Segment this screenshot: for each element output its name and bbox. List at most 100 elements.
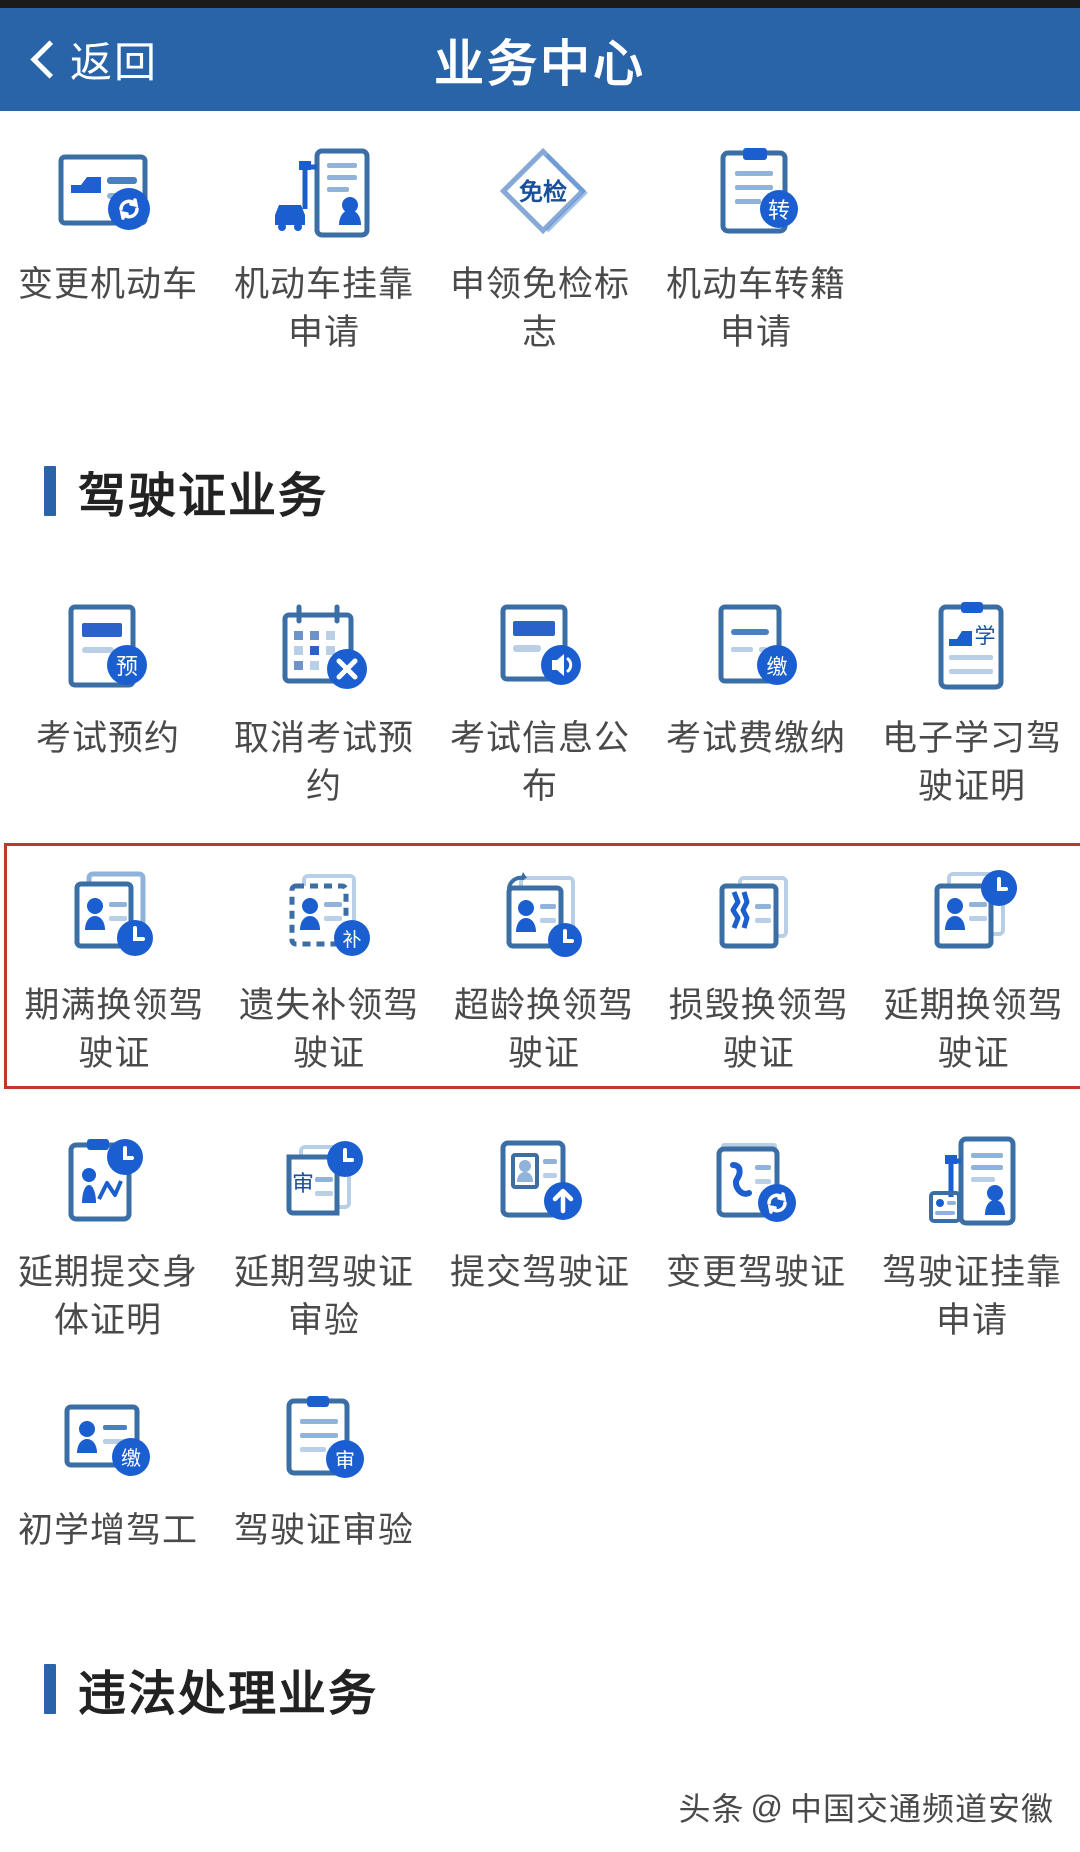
grid-item-beginner-upgrade[interactable]: 缴 初学增驾工 xyxy=(0,1371,216,1563)
license-review-icon: 审 xyxy=(260,1389,388,1493)
back-button[interactable]: 返回 xyxy=(0,8,158,111)
section-accent-bar xyxy=(44,1664,56,1714)
watermark-prefix: 头条 xyxy=(678,1791,745,1827)
grid-item-label: 延期换领驾驶证 xyxy=(883,986,1064,1073)
deferred-renewal-icon xyxy=(910,864,1038,968)
grid-item-label: 考试费缴纳 xyxy=(665,719,846,758)
grid-item-empty xyxy=(648,1371,864,1563)
grid-item-deferred-renewal[interactable]: 延期换领驾驶证 xyxy=(866,846,1080,1086)
grid-item-label: 变更机动车 xyxy=(17,265,198,304)
license-grid-row-misc: 延期提交身体证明 审 延期驾驶证审验 xyxy=(0,1113,1080,1353)
change-license-icon xyxy=(692,1131,820,1235)
grid-item-label: 电子学习驾驶证明 xyxy=(881,719,1062,806)
grid-item-empty xyxy=(432,1371,648,1563)
defer-medical-cert-icon xyxy=(44,1131,172,1235)
submit-license-icon xyxy=(476,1131,604,1235)
cancel-exam-icon xyxy=(260,597,388,701)
grid-item-label: 驾驶证挂靠申请 xyxy=(881,1253,1062,1340)
license-grid-row-last: 缴 初学增驾工 审 驾驶证审验 xyxy=(0,1371,1080,1563)
grid-item-exam-fee[interactable]: 缴 考试费缴纳 xyxy=(648,579,864,819)
license-affiliation-icon xyxy=(908,1131,1036,1235)
svg-text:预: 预 xyxy=(116,654,138,679)
svg-text:审: 审 xyxy=(335,1449,355,1472)
grid-item-vehicle-change[interactable]: 变更机动车 xyxy=(0,125,216,365)
status-bar xyxy=(0,0,1080,8)
grid-item-exemption-mark[interactable]: 免检 申领免检标志 xyxy=(432,125,648,365)
grid-item-defer-medical-cert[interactable]: 延期提交身体证明 xyxy=(0,1113,216,1353)
content-area: 变更机动车 xyxy=(0,111,1080,1737)
grid-item-label: 驾驶证审验 xyxy=(233,1511,414,1550)
grid-item-license-affiliation[interactable]: 驾驶证挂靠申请 xyxy=(864,1113,1080,1353)
beginner-upgrade-icon: 缴 xyxy=(44,1389,172,1493)
chevron-left-icon xyxy=(30,39,56,81)
grid-item-overage-renewal[interactable]: 超龄换领驾驶证 xyxy=(437,846,652,1086)
expiry-renewal-icon xyxy=(50,864,178,968)
watermark-at-symbol: @ xyxy=(750,1788,784,1825)
grid-item-label: 提交驾驶证 xyxy=(449,1253,630,1292)
grid-item-exam-booking[interactable]: 预 考试预约 xyxy=(0,579,216,819)
exam-booking-icon: 预 xyxy=(44,597,172,701)
grid-item-label: 机动车转籍申请 xyxy=(665,265,846,352)
overage-renewal-icon xyxy=(480,864,608,968)
vehicle-service-grid: 变更机动车 xyxy=(0,111,1080,365)
svg-text:转: 转 xyxy=(768,198,790,223)
spacer xyxy=(0,539,1080,579)
spacer xyxy=(0,819,1080,837)
grid-item-label: 考试预约 xyxy=(35,719,180,758)
svg-text:学: 学 xyxy=(975,625,996,648)
app-header: 返回 业务中心 xyxy=(0,8,1080,111)
damaged-renewal-icon xyxy=(695,864,823,968)
spacer xyxy=(0,365,1080,443)
lost-reissue-icon: 补 xyxy=(265,864,393,968)
grid-item-defer-license-review[interactable]: 审 延期驾驶证审验 xyxy=(216,1113,432,1353)
grid-item-expiry-renewal[interactable]: 期满换领驾驶证 xyxy=(7,846,222,1086)
grid-item-cancel-exam[interactable]: 取消考试预约 xyxy=(216,579,432,819)
page-title: 业务中心 xyxy=(434,35,646,92)
grid-item-e-learning-license[interactable]: 学 电子学习驾驶证明 xyxy=(864,579,1080,819)
section-header-violation: 违法处理业务 xyxy=(0,1641,1080,1737)
section-accent-bar xyxy=(44,466,56,516)
vehicle-transfer-icon: 转 xyxy=(692,143,820,247)
grid-item-label: 超龄换领驾驶证 xyxy=(453,986,634,1073)
watermark-account: 中国交通频道安徽 xyxy=(789,1791,1054,1827)
vehicle-affiliation-icon xyxy=(260,143,388,247)
spacer xyxy=(0,1353,1080,1371)
exemption-mark-icon: 免检 xyxy=(476,143,604,247)
grid-item-label: 延期提交身体证明 xyxy=(17,1253,198,1340)
back-button-label: 返回 xyxy=(70,39,159,86)
spacer xyxy=(0,1095,1080,1113)
grid-item-label: 申领免检标志 xyxy=(449,265,630,352)
svg-text:缴: 缴 xyxy=(767,656,788,679)
section-header-license: 驾驶证业务 xyxy=(0,443,1080,539)
exam-fee-icon: 缴 xyxy=(692,597,820,701)
grid-item-damaged-renewal[interactable]: 损毁换领驾驶证 xyxy=(651,846,866,1086)
grid-item-lost-reissue[interactable]: 补 遗失补领驾驶证 xyxy=(222,846,437,1086)
grid-item-label: 机动车挂靠申请 xyxy=(233,265,414,352)
grid-item-vehicle-affiliation[interactable]: 机动车挂靠申请 xyxy=(216,125,432,365)
grid-item-vehicle-transfer[interactable]: 转 机动车转籍申请 xyxy=(648,125,864,365)
vehicle-change-icon xyxy=(44,143,172,247)
svg-text:免检: 免检 xyxy=(519,178,567,206)
exam-info-icon xyxy=(476,597,604,701)
defer-license-review-icon: 审 xyxy=(260,1131,388,1235)
grid-item-license-review[interactable]: 审 驾驶证审验 xyxy=(216,1371,432,1563)
grid-item-label: 变更驾驶证 xyxy=(665,1253,846,1292)
svg-text:审: 审 xyxy=(292,1171,314,1196)
grid-item-label: 初学增驾工 xyxy=(17,1511,198,1550)
svg-text:缴: 缴 xyxy=(121,1447,141,1470)
license-grid-row-renewals-highlighted: 期满换领驾驶证 补 遗失补领驾驶证 xyxy=(4,843,1080,1089)
grid-item-label: 延期驾驶证审验 xyxy=(233,1253,414,1340)
grid-item-label: 期满换领驾驶证 xyxy=(24,986,205,1073)
grid-item-label: 损毁换领驾驶证 xyxy=(668,986,849,1073)
grid-item-empty xyxy=(864,1371,1080,1563)
svg-text:补: 补 xyxy=(343,929,362,951)
e-learning-license-icon: 学 xyxy=(908,597,1036,701)
spacer xyxy=(0,1563,1080,1641)
section-title: 违法处理业务 xyxy=(78,1668,379,1721)
grid-item-label: 遗失补领驾驶证 xyxy=(239,986,420,1073)
grid-item-submit-license[interactable]: 提交驾驶证 xyxy=(432,1113,648,1353)
grid-item-change-license[interactable]: 变更驾驶证 xyxy=(648,1113,864,1353)
grid-item-exam-info[interactable]: 考试信息公布 xyxy=(432,579,648,819)
grid-item-label: 取消考试预约 xyxy=(233,719,414,806)
